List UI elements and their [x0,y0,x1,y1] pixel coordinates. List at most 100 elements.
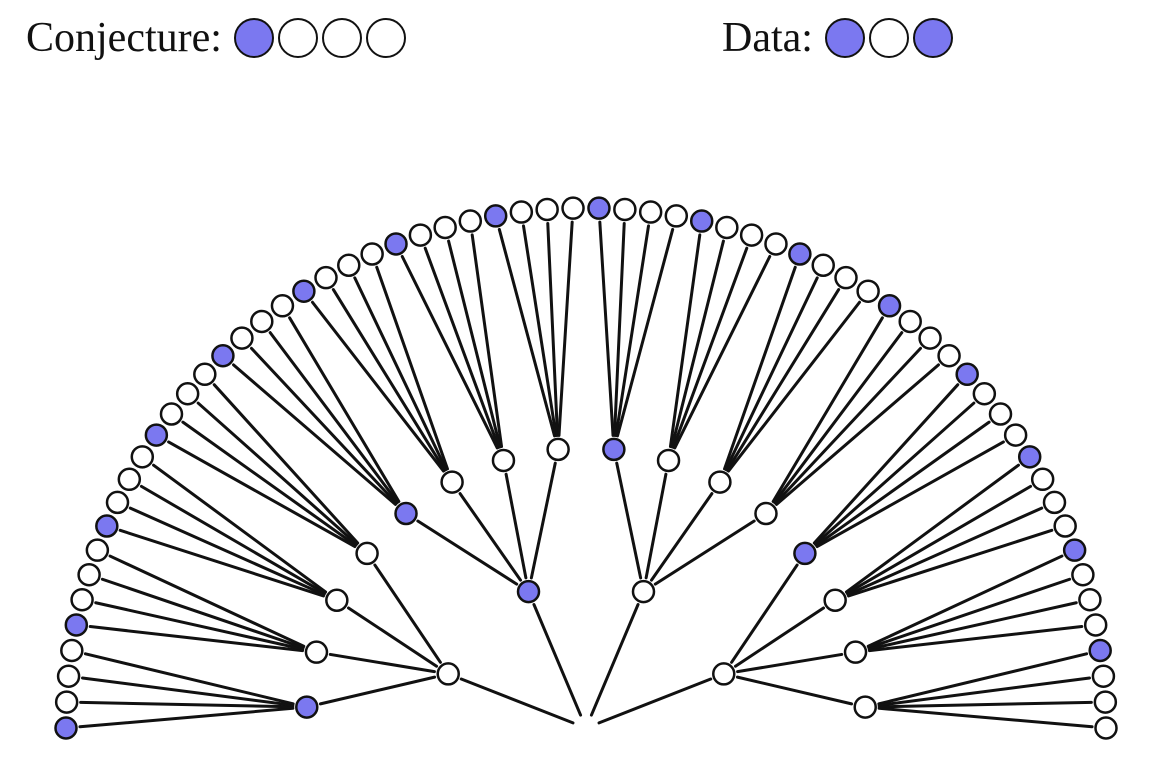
edge-4-3-2 [867,577,1072,650]
edge-1-4 [373,563,442,664]
node-depth3-1-4-1 [144,423,169,447]
edge-root-1 [459,677,575,725]
node-depth3-3-1-1 [587,196,611,220]
edge-1-3-4 [152,463,328,594]
node-depth1-3 [631,579,656,604]
node-depth2-2-2 [440,470,464,494]
edge-1-4-2 [181,420,358,547]
node-depth3-4-2-2 [1030,467,1055,492]
node-depth3-1-1-2 [54,690,79,714]
legend-conjecture-circles [233,18,406,58]
edge-1-3 [347,606,439,668]
node-depth3-3-3-3 [834,265,858,290]
edge-2-2-1 [310,300,445,473]
node-depth3-4-2-1 [1017,445,1042,469]
edge-2-2 [458,492,522,582]
node-depth3-1-4-2 [159,402,184,426]
node-depth3-3-4-2 [898,309,922,334]
edge-2-4-2 [521,224,558,438]
data-circle-2-empty [868,18,909,58]
edge-3-3-2 [724,276,819,471]
node-depth3-3-3-2 [811,253,835,278]
node-depth3-4-4-3 [1093,690,1118,714]
tree-nodes [54,196,1118,740]
edge-4-1-2 [813,401,976,546]
node-depth1-2 [516,579,541,604]
node-depth3-2-3-4 [458,209,483,233]
edge-2-1-1 [232,363,397,506]
edge-1-2-2 [94,601,305,651]
node-depth3-2-3-1 [384,232,408,256]
node-depth3-4-3-3 [1078,587,1102,612]
node-depth2-4-2 [823,588,847,613]
edge-root-3 [589,603,640,717]
edge-1-1-1 [78,706,295,729]
node-depth2-2-3 [491,448,516,473]
node-depth3-2-2-3 [337,253,361,278]
edge-1-2 [328,652,436,674]
edge-4-4-4 [877,706,1094,729]
edge-1-1-2 [79,700,295,709]
node-depth3-1-4-3 [175,382,200,406]
edge-4-2-2 [845,484,1033,595]
edge-2-3-3 [447,239,502,449]
node-depth3-2-2-1 [292,279,316,303]
node-depth3-4-2-3 [1042,490,1067,515]
node-depth3-1-2-2 [70,587,94,612]
edge-4-4 [735,675,854,706]
edge-2-1-3 [268,331,400,504]
edge-4-3-1 [866,554,1064,648]
edge-2-1-4 [288,316,401,503]
node-depth3-2-2-4 [360,242,384,266]
node-depth3-3-1-3 [638,200,663,224]
node-depth3-1-3-2 [105,490,130,515]
edge-2-3 [504,472,528,580]
node-depth3-4-4-2 [1091,664,1116,688]
edge-2-3-2 [423,246,501,449]
node-depth2-4-1 [793,541,817,566]
edge-4-1-4 [815,440,1005,549]
node-depth3-4-1-1 [955,362,979,387]
conjecture-circle-3-empty [321,18,362,58]
node-depth3-4-3-2 [1071,562,1095,587]
edge-3-2 [644,472,668,580]
edge-1-4-1 [167,440,357,549]
node-depth2-3-1 [602,437,626,462]
node-depth3-1-2-1 [64,613,89,637]
edge-2-2-2 [331,288,447,472]
tree-edges [78,220,1094,729]
edge-2-4-1 [497,227,557,438]
edge-4-2-3 [846,506,1044,597]
edge-2-3-4 [470,233,504,449]
edge-4-3-3 [867,601,1078,651]
edge-4-2 [733,606,825,668]
node-depth3-2-2-2 [314,265,338,290]
edge-3-2-2 [670,239,725,449]
legend-conjecture-label: Conjecture: [26,15,222,61]
edge-3-1-4 [615,227,675,438]
edge-root-4 [597,677,713,725]
edge-3-2-3 [671,246,749,449]
node-depth3-4-1-4 [1003,423,1028,447]
node-depth3-4-4-4 [1094,716,1118,740]
edge-4-4-3 [877,700,1093,709]
edge-3-4-1 [771,316,884,503]
data-circle-3-filled [912,18,953,58]
node-depth3-2-3-3 [433,215,457,240]
node-depth3-1-1-1 [54,716,78,740]
edge-3-4 [653,519,756,586]
node-depth3-4-1-2 [972,382,997,406]
edge-2-4-4 [557,220,574,437]
edge-4-1 [730,563,799,664]
edge-4-3-4 [867,625,1084,653]
node-depth3-4-1-3 [988,402,1013,426]
node-depth3-4-4-1 [1088,638,1112,663]
node-depth3-3-1-2 [613,197,637,222]
node-depth3-1-3-3 [117,467,142,492]
node-depth3-2-1-4 [270,294,295,318]
node-depth3-4-2-4 [1053,514,1077,538]
edge-2-4-3 [546,221,559,437]
edge-1-4-4 [212,383,360,545]
edge-1-3-3 [139,484,327,595]
node-depth2-3-2 [656,448,681,473]
